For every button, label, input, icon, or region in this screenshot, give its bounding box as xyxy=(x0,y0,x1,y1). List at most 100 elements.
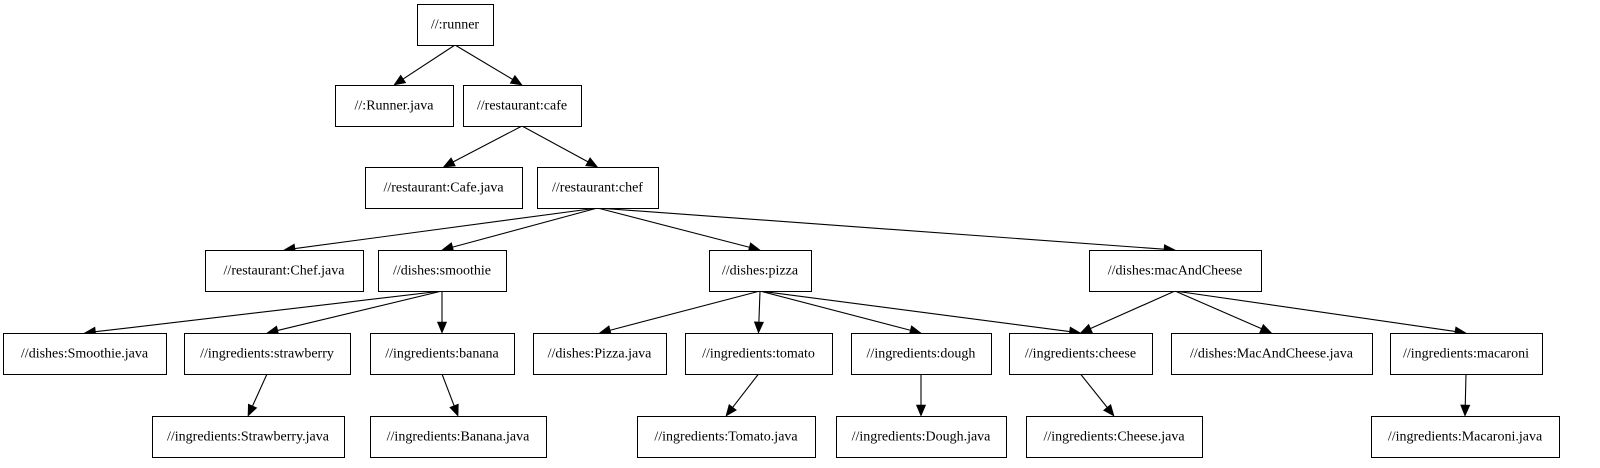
node-box[interactable] xyxy=(335,85,454,127)
node-label: //dishes:MacAndCheese.java xyxy=(1190,347,1354,362)
edge-arrowhead-icon xyxy=(753,321,764,334)
graph-node-cafe[interactable]: //restaurant:cafe xyxy=(463,85,582,127)
node-label: //dishes:pizza xyxy=(722,264,799,279)
edge-arrowhead-icon xyxy=(247,403,258,417)
edge-line xyxy=(454,44,513,80)
graph-node-pizza[interactable]: //dishes:pizza xyxy=(709,250,812,292)
edge-line xyxy=(758,290,761,323)
graph-node-dough[interactable]: //ingredients:dough xyxy=(851,333,992,375)
graph-node-tomato[interactable]: //ingredients:tomato xyxy=(685,333,833,375)
edge-line xyxy=(452,125,523,163)
node-box[interactable] xyxy=(685,333,833,375)
node-box[interactable] xyxy=(184,333,351,375)
graph-node-cheese_java[interactable]: //ingredients:Cheese.java xyxy=(1026,416,1203,458)
graph-edge xyxy=(454,44,523,86)
node-label: //:Runner.java xyxy=(355,99,435,114)
graph-node-strawberry_java[interactable]: //ingredients:Strawberry.java xyxy=(152,416,345,458)
graph-node-chef_java[interactable]: //restaurant:Chef.java xyxy=(205,250,364,292)
edge-line xyxy=(277,290,443,331)
graph-node-tomato_java[interactable]: //ingredients:Tomato.java xyxy=(637,416,816,458)
node-label: //ingredients:macaroni xyxy=(1403,347,1529,362)
edge-line xyxy=(597,207,750,248)
node-box[interactable] xyxy=(1089,250,1262,292)
edge-arrowhead-icon xyxy=(725,403,737,417)
edge-line xyxy=(759,290,1070,333)
node-label: //dishes:smoothie xyxy=(393,264,491,279)
graph-node-banana_java[interactable]: //ingredients:Banana.java xyxy=(370,416,547,458)
graph-edge xyxy=(1079,290,1176,334)
graph-node-pizza_java[interactable]: //dishes:Pizza.java xyxy=(533,333,667,375)
graph-node-runner[interactable]: //:runner xyxy=(417,4,494,46)
node-label: //ingredients:Tomato.java xyxy=(654,430,798,445)
graph-node-macandcheese_java[interactable]: //dishes:MacAndCheese.java xyxy=(1171,333,1373,375)
edge-arrowhead-icon xyxy=(1103,404,1115,417)
node-box[interactable] xyxy=(537,167,659,209)
node-box[interactable] xyxy=(1390,333,1543,375)
node-box[interactable] xyxy=(709,250,812,292)
edge-line xyxy=(597,207,1165,250)
node-box[interactable] xyxy=(637,416,816,458)
edge-line xyxy=(759,290,911,331)
edge-arrowhead-icon xyxy=(393,74,407,86)
edge-arrowhead-icon xyxy=(509,74,523,86)
graph-node-macandcheese[interactable]: //dishes:macAndCheese xyxy=(1089,250,1262,292)
node-box[interactable] xyxy=(370,416,547,458)
graph-edge xyxy=(441,207,598,252)
edge-line xyxy=(294,207,598,250)
graph-node-macaroni_java[interactable]: //ingredients:Macaroni.java xyxy=(1371,416,1560,458)
node-box[interactable] xyxy=(417,4,494,46)
graph-node-dough_java[interactable]: //ingredients:Dough.java xyxy=(836,416,1007,458)
edge-arrowhead-icon xyxy=(442,157,456,168)
graph-node-runner_java[interactable]: //:Runner.java xyxy=(335,85,454,127)
graph-edge xyxy=(441,373,459,417)
node-box[interactable] xyxy=(1171,333,1373,375)
node-label: //ingredients:Cheese.java xyxy=(1043,430,1185,445)
node-box[interactable] xyxy=(1026,416,1203,458)
node-box[interactable] xyxy=(851,333,992,375)
node-label: //dishes:macAndCheese xyxy=(1108,264,1243,279)
graph-node-macaroni[interactable]: //ingredients:macaroni xyxy=(1390,333,1543,375)
node-box[interactable] xyxy=(533,333,667,375)
graph-edge xyxy=(521,125,599,168)
edge-line xyxy=(521,125,589,163)
node-label: //ingredients:Strawberry.java xyxy=(167,430,330,445)
node-label: //ingredients:strawberry xyxy=(200,347,334,362)
node-layer: //:runner //:Runner.java //restaurant:cafe… xyxy=(3,4,1560,458)
graph-node-smoothie_java[interactable]: //dishes:Smoothie.java xyxy=(3,333,167,375)
node-label: //ingredients:dough xyxy=(867,347,976,362)
graph-node-chef[interactable]: //restaurant:chef xyxy=(537,167,659,209)
graph-edge xyxy=(1174,290,1467,337)
node-label: //restaurant:chef xyxy=(552,181,643,196)
node-label: //ingredients:Dough.java xyxy=(852,430,992,445)
edge-line xyxy=(402,44,456,80)
node-box[interactable] xyxy=(152,416,345,458)
node-box[interactable] xyxy=(370,333,515,375)
graph-node-strawberry[interactable]: //ingredients:strawberry xyxy=(184,333,351,375)
node-label: //ingredients:Banana.java xyxy=(387,430,530,445)
node-box[interactable] xyxy=(1371,416,1560,458)
node-box[interactable] xyxy=(3,333,167,375)
edge-line xyxy=(610,290,761,331)
graph-edge xyxy=(283,207,598,254)
node-box[interactable] xyxy=(463,85,582,127)
graph-edge xyxy=(266,290,443,336)
node-box[interactable] xyxy=(365,167,523,209)
edge-line xyxy=(1174,290,1456,332)
node-label: //dishes:Pizza.java xyxy=(548,347,653,362)
node-box[interactable] xyxy=(836,416,1007,458)
graph-node-smoothie[interactable]: //dishes:smoothie xyxy=(378,250,507,292)
node-box[interactable] xyxy=(205,250,364,292)
edge-arrowhead-icon xyxy=(585,157,599,168)
node-box[interactable] xyxy=(378,250,507,292)
node-label: //restaurant:Chef.java xyxy=(224,264,346,279)
node-label: //ingredients:cheese xyxy=(1025,347,1136,362)
node-box[interactable] xyxy=(1009,333,1153,375)
edge-line xyxy=(1174,290,1262,330)
node-label: //restaurant:cafe xyxy=(477,99,567,114)
edge-line xyxy=(452,207,598,248)
graph-node-banana[interactable]: //ingredients:banana xyxy=(370,333,515,375)
graph-node-cheese[interactable]: //ingredients:cheese xyxy=(1009,333,1153,375)
graph-node-cafe_java[interactable]: //restaurant:Cafe.java xyxy=(365,167,523,209)
